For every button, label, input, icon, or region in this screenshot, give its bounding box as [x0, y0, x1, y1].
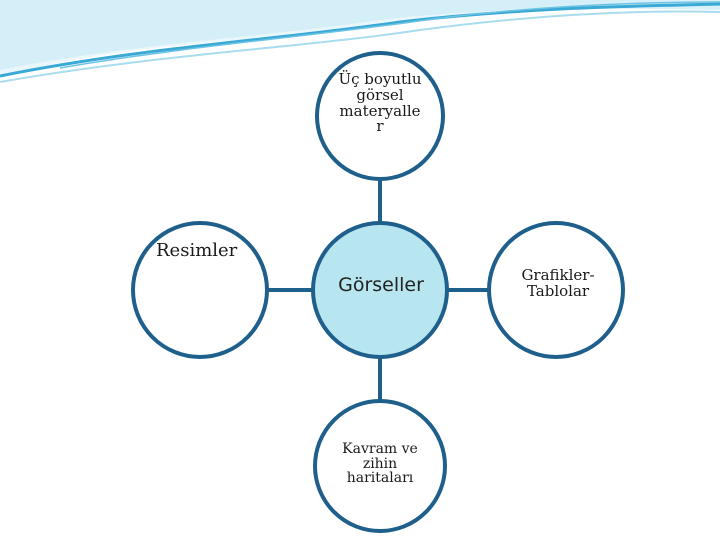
- node-left-label: Resimler: [156, 242, 256, 261]
- node-top-label: Üç boyutlu görsel materyalle r: [328, 72, 432, 135]
- node-center-label: Görseller: [318, 276, 444, 296]
- node-right-label: Grafikler- Tablolar: [500, 268, 616, 300]
- node-bottom-label: Kavram ve zihin haritaları: [330, 442, 430, 486]
